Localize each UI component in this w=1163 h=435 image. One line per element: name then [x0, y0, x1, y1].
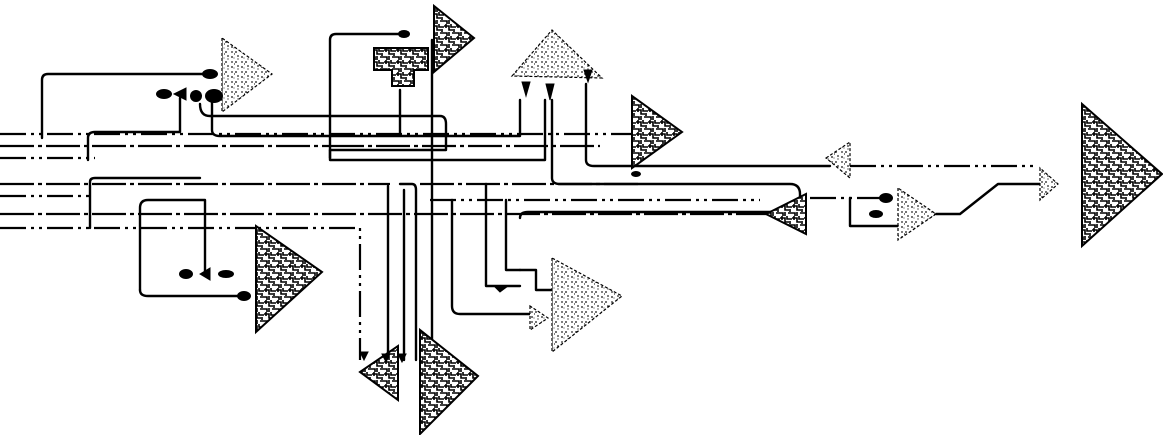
wire	[400, 184, 416, 360]
terminal-blob	[398, 30, 410, 38]
terminal-blob	[179, 269, 193, 279]
gate-triangle	[898, 188, 936, 240]
terminal-blob	[879, 193, 893, 203]
gate-triangle	[1082, 104, 1162, 246]
gate-triangle	[766, 194, 806, 234]
wire	[936, 184, 1040, 214]
gates	[222, 6, 1162, 434]
terminal-blob	[869, 210, 883, 218]
terminal-connector	[494, 286, 508, 292]
gate-triangle	[530, 306, 548, 330]
gate-triangle	[420, 330, 478, 434]
terminal-connector	[360, 352, 368, 360]
bus-line	[0, 228, 360, 360]
wire	[90, 178, 200, 228]
terminal-blob	[631, 171, 641, 177]
wire	[520, 270, 556, 290]
input-bus	[0, 134, 780, 360]
gate-triangle	[256, 226, 322, 332]
gate-triangle	[222, 38, 272, 112]
wire	[506, 200, 520, 270]
terminal-blob	[218, 270, 234, 278]
terminal-blob	[202, 69, 218, 79]
wire	[212, 100, 520, 136]
gate-triangle	[632, 96, 682, 168]
terminal-blob	[205, 89, 223, 103]
gate-triangle	[552, 258, 622, 352]
gate-triangle	[1040, 168, 1058, 200]
wire	[452, 200, 530, 314]
terminal-blob	[237, 291, 251, 301]
terminal-connector	[546, 84, 554, 100]
gate-triangle	[826, 142, 850, 178]
terminal-blob	[190, 90, 202, 102]
wire	[552, 100, 800, 214]
wire	[200, 104, 446, 150]
wire	[88, 98, 180, 160]
wire	[586, 84, 830, 166]
gate-triangle	[434, 6, 474, 72]
terminal-blob	[156, 89, 172, 99]
terminal-connector	[522, 82, 530, 96]
wire	[140, 290, 240, 296]
t-junction-block	[374, 48, 428, 86]
